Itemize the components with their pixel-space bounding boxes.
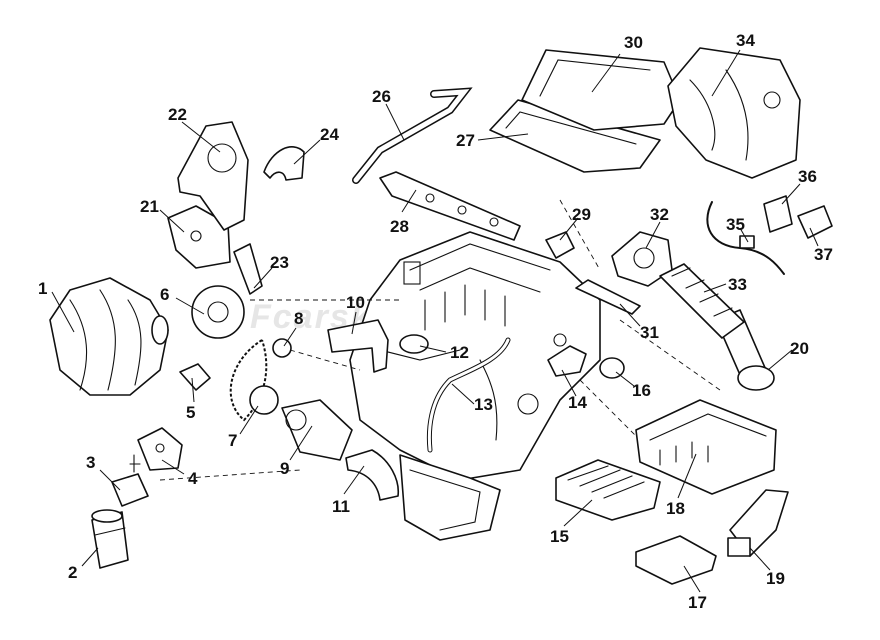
- callout-6: 6: [160, 285, 169, 304]
- part-5-gasket: [179, 363, 211, 391]
- part-29-sensor: [545, 231, 575, 259]
- callout-28: 28: [390, 217, 409, 236]
- callout-30: 30: [624, 33, 643, 52]
- callout-37: 37: [814, 245, 833, 264]
- part-31-bracket-bar: [575, 279, 641, 315]
- part-12-thermostat: [399, 334, 429, 354]
- part-34-cylinder-head: [667, 47, 801, 179]
- part-13-hose: [426, 337, 511, 453]
- part-3-filter-adaptor: [111, 473, 149, 507]
- part-1-intake-manifold: [49, 277, 169, 396]
- callout-1: 1: [38, 279, 47, 298]
- callout-9: 9: [280, 459, 289, 478]
- callout-15: 15: [550, 527, 569, 546]
- callout-32: 32: [650, 205, 669, 224]
- callout-29: 29: [572, 205, 591, 224]
- callout-10: 10: [346, 293, 365, 312]
- part-10-coolant-outlet: [327, 319, 389, 373]
- callout-17: 17: [688, 593, 707, 612]
- part-17-air-duct: [635, 535, 717, 585]
- assembly-guide-lines: [159, 199, 721, 481]
- leader-lines: [51, 49, 819, 593]
- part-7-timing-chain: [229, 339, 279, 422]
- callout-15-16: 16: [632, 381, 651, 400]
- part-27-cover-gasket: [489, 99, 661, 173]
- part-28-fuel-rail: [379, 171, 521, 241]
- callout-23: 23: [270, 253, 289, 272]
- callout-8: 8: [294, 309, 303, 328]
- callout-labels: 1 2 3 4 5 6 7 8 9 10 11 12 13 14 16 15 1…: [38, 31, 833, 612]
- callout-26: 26: [372, 87, 391, 106]
- part-14-sensor: [547, 345, 587, 377]
- callout-5: 5: [186, 403, 195, 422]
- callout-24: 24: [320, 125, 339, 144]
- part-35-sensor-wire: [706, 201, 785, 275]
- part-4-oil-pump-housing: [129, 427, 183, 473]
- part-11-oil-pickup: [345, 449, 399, 501]
- callout-7: 7: [228, 431, 237, 450]
- part-37-sensor: [797, 205, 833, 239]
- part-26-breather-hose: [352, 87, 473, 184]
- part-8-tensioner: [272, 338, 292, 358]
- engine-block: [349, 231, 601, 481]
- part-2-oil-filter: [91, 509, 129, 569]
- callout-4: 4: [188, 469, 198, 488]
- callout-36: 36: [798, 167, 817, 186]
- part-24-cover-piece: [263, 146, 305, 181]
- part-22-timing-cover: [177, 121, 249, 231]
- callout-19: 19: [766, 569, 785, 588]
- callout-35: 35: [726, 215, 745, 234]
- callout-27: 27: [456, 131, 475, 150]
- oil-pan: [399, 454, 501, 541]
- callout-21: 21: [140, 197, 159, 216]
- callout-18: 18: [666, 499, 685, 518]
- part-15-air-filter-element: [555, 459, 661, 521]
- callout-2: 2: [68, 563, 77, 582]
- part-18-air-filter-housing: [635, 399, 777, 495]
- callout-20: 20: [790, 339, 809, 358]
- callout-34: 34: [736, 31, 755, 50]
- part-9-crankshaft: [281, 399, 353, 461]
- callout-31: 31: [640, 323, 659, 342]
- callout-14: 14: [568, 393, 587, 412]
- part-36-sensor: [763, 195, 793, 233]
- callout-3: 3: [86, 453, 95, 472]
- callout-13: 13: [474, 395, 493, 414]
- callout-33: 33: [728, 275, 747, 294]
- part-6-timing-pulley: [191, 285, 245, 339]
- callout-12: 12: [450, 343, 469, 362]
- callout-11: 11: [332, 497, 350, 516]
- part-21-bracket: [167, 205, 231, 269]
- part-23-bracket: [233, 243, 263, 295]
- part-33-intake-hose: [659, 263, 745, 339]
- part-19-bracket: [727, 489, 789, 557]
- callout-22: 22: [168, 105, 187, 124]
